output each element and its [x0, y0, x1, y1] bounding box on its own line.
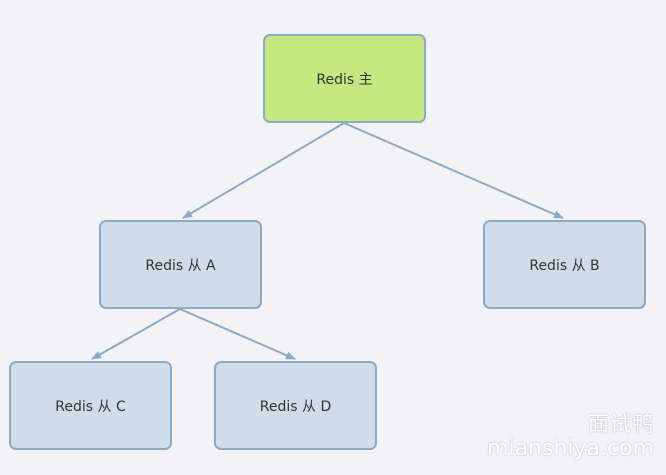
watermark-domain: mianshiya.com [487, 436, 654, 461]
watermark-chinese: 面试鸭 [588, 412, 654, 436]
node-redis-master: Redis 主 [263, 34, 426, 123]
node-redis-slave-c: Redis 从 C [9, 361, 172, 450]
edge-a-to-c [91, 308, 181, 360]
node-label: Redis 从 A [145, 257, 216, 274]
node-label: Redis 从 D [259, 398, 332, 415]
edge-a-to-d [179, 308, 296, 360]
node-label: Redis 主 [316, 71, 373, 88]
node-label: Redis 从 C [55, 398, 126, 415]
node-redis-slave-b: Redis 从 B [483, 220, 646, 309]
node-redis-slave-a: Redis 从 A [99, 220, 262, 309]
node-label: Redis 从 B [529, 257, 600, 274]
edge-master-to-a [182, 122, 345, 219]
node-redis-slave-d: Redis 从 D [214, 361, 377, 450]
edge-master-to-b [343, 122, 564, 219]
